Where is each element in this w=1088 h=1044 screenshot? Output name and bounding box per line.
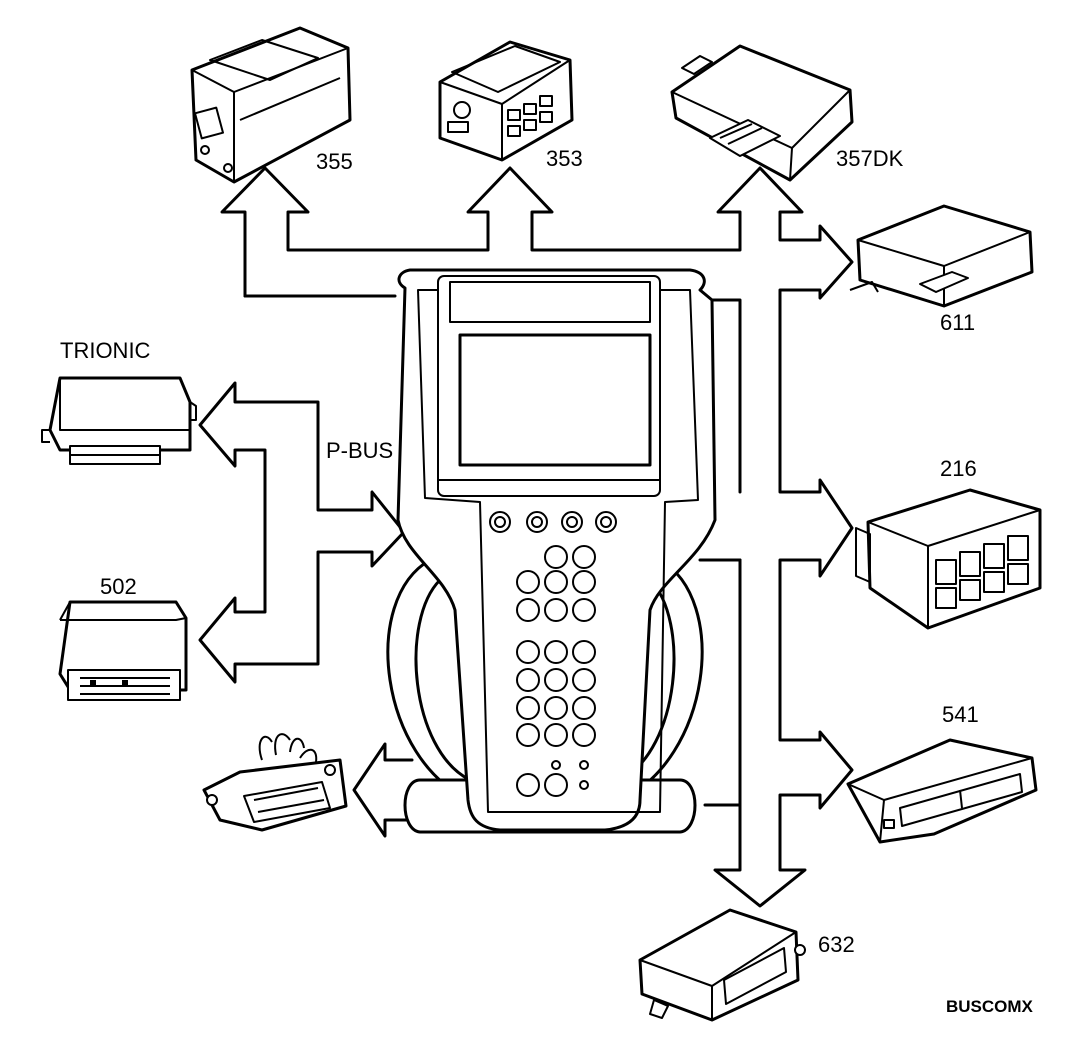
- label-353: 353: [546, 146, 583, 171]
- arrow-to-connector: [352, 742, 414, 838]
- module-trionic-icon: [41, 376, 197, 465]
- module-357dk-icon: [670, 44, 854, 182]
- label-trionic: TRIONIC: [60, 338, 151, 363]
- label-p-bus: P-BUS: [326, 438, 393, 463]
- module-541-icon: [846, 738, 1038, 844]
- label-355: 355: [316, 149, 353, 174]
- arrow-to-355: [220, 166, 854, 908]
- module-216-icon: [855, 488, 1042, 630]
- module-611-icon: [849, 204, 1034, 308]
- diagnostic-scan-tool-icon: [386, 268, 717, 834]
- keypad: [516, 545, 596, 797]
- figure-code: BUSCOMX: [946, 997, 1034, 1016]
- label-357dk: 357DK: [836, 146, 904, 171]
- module-353-icon: [438, 40, 574, 162]
- bus-arrows: [198, 166, 854, 908]
- module-355-icon: [190, 26, 352, 184]
- arrow-to-trionic: [198, 381, 406, 684]
- label-502: 502: [100, 574, 137, 599]
- obd-connector-icon: [202, 733, 348, 832]
- label-216: 216: [940, 456, 977, 481]
- label-541: 541: [942, 702, 979, 727]
- module-632-icon: [638, 908, 806, 1022]
- module-502-icon: [58, 600, 188, 701]
- label-632: 632: [818, 932, 855, 957]
- label-611: 611: [940, 310, 975, 335]
